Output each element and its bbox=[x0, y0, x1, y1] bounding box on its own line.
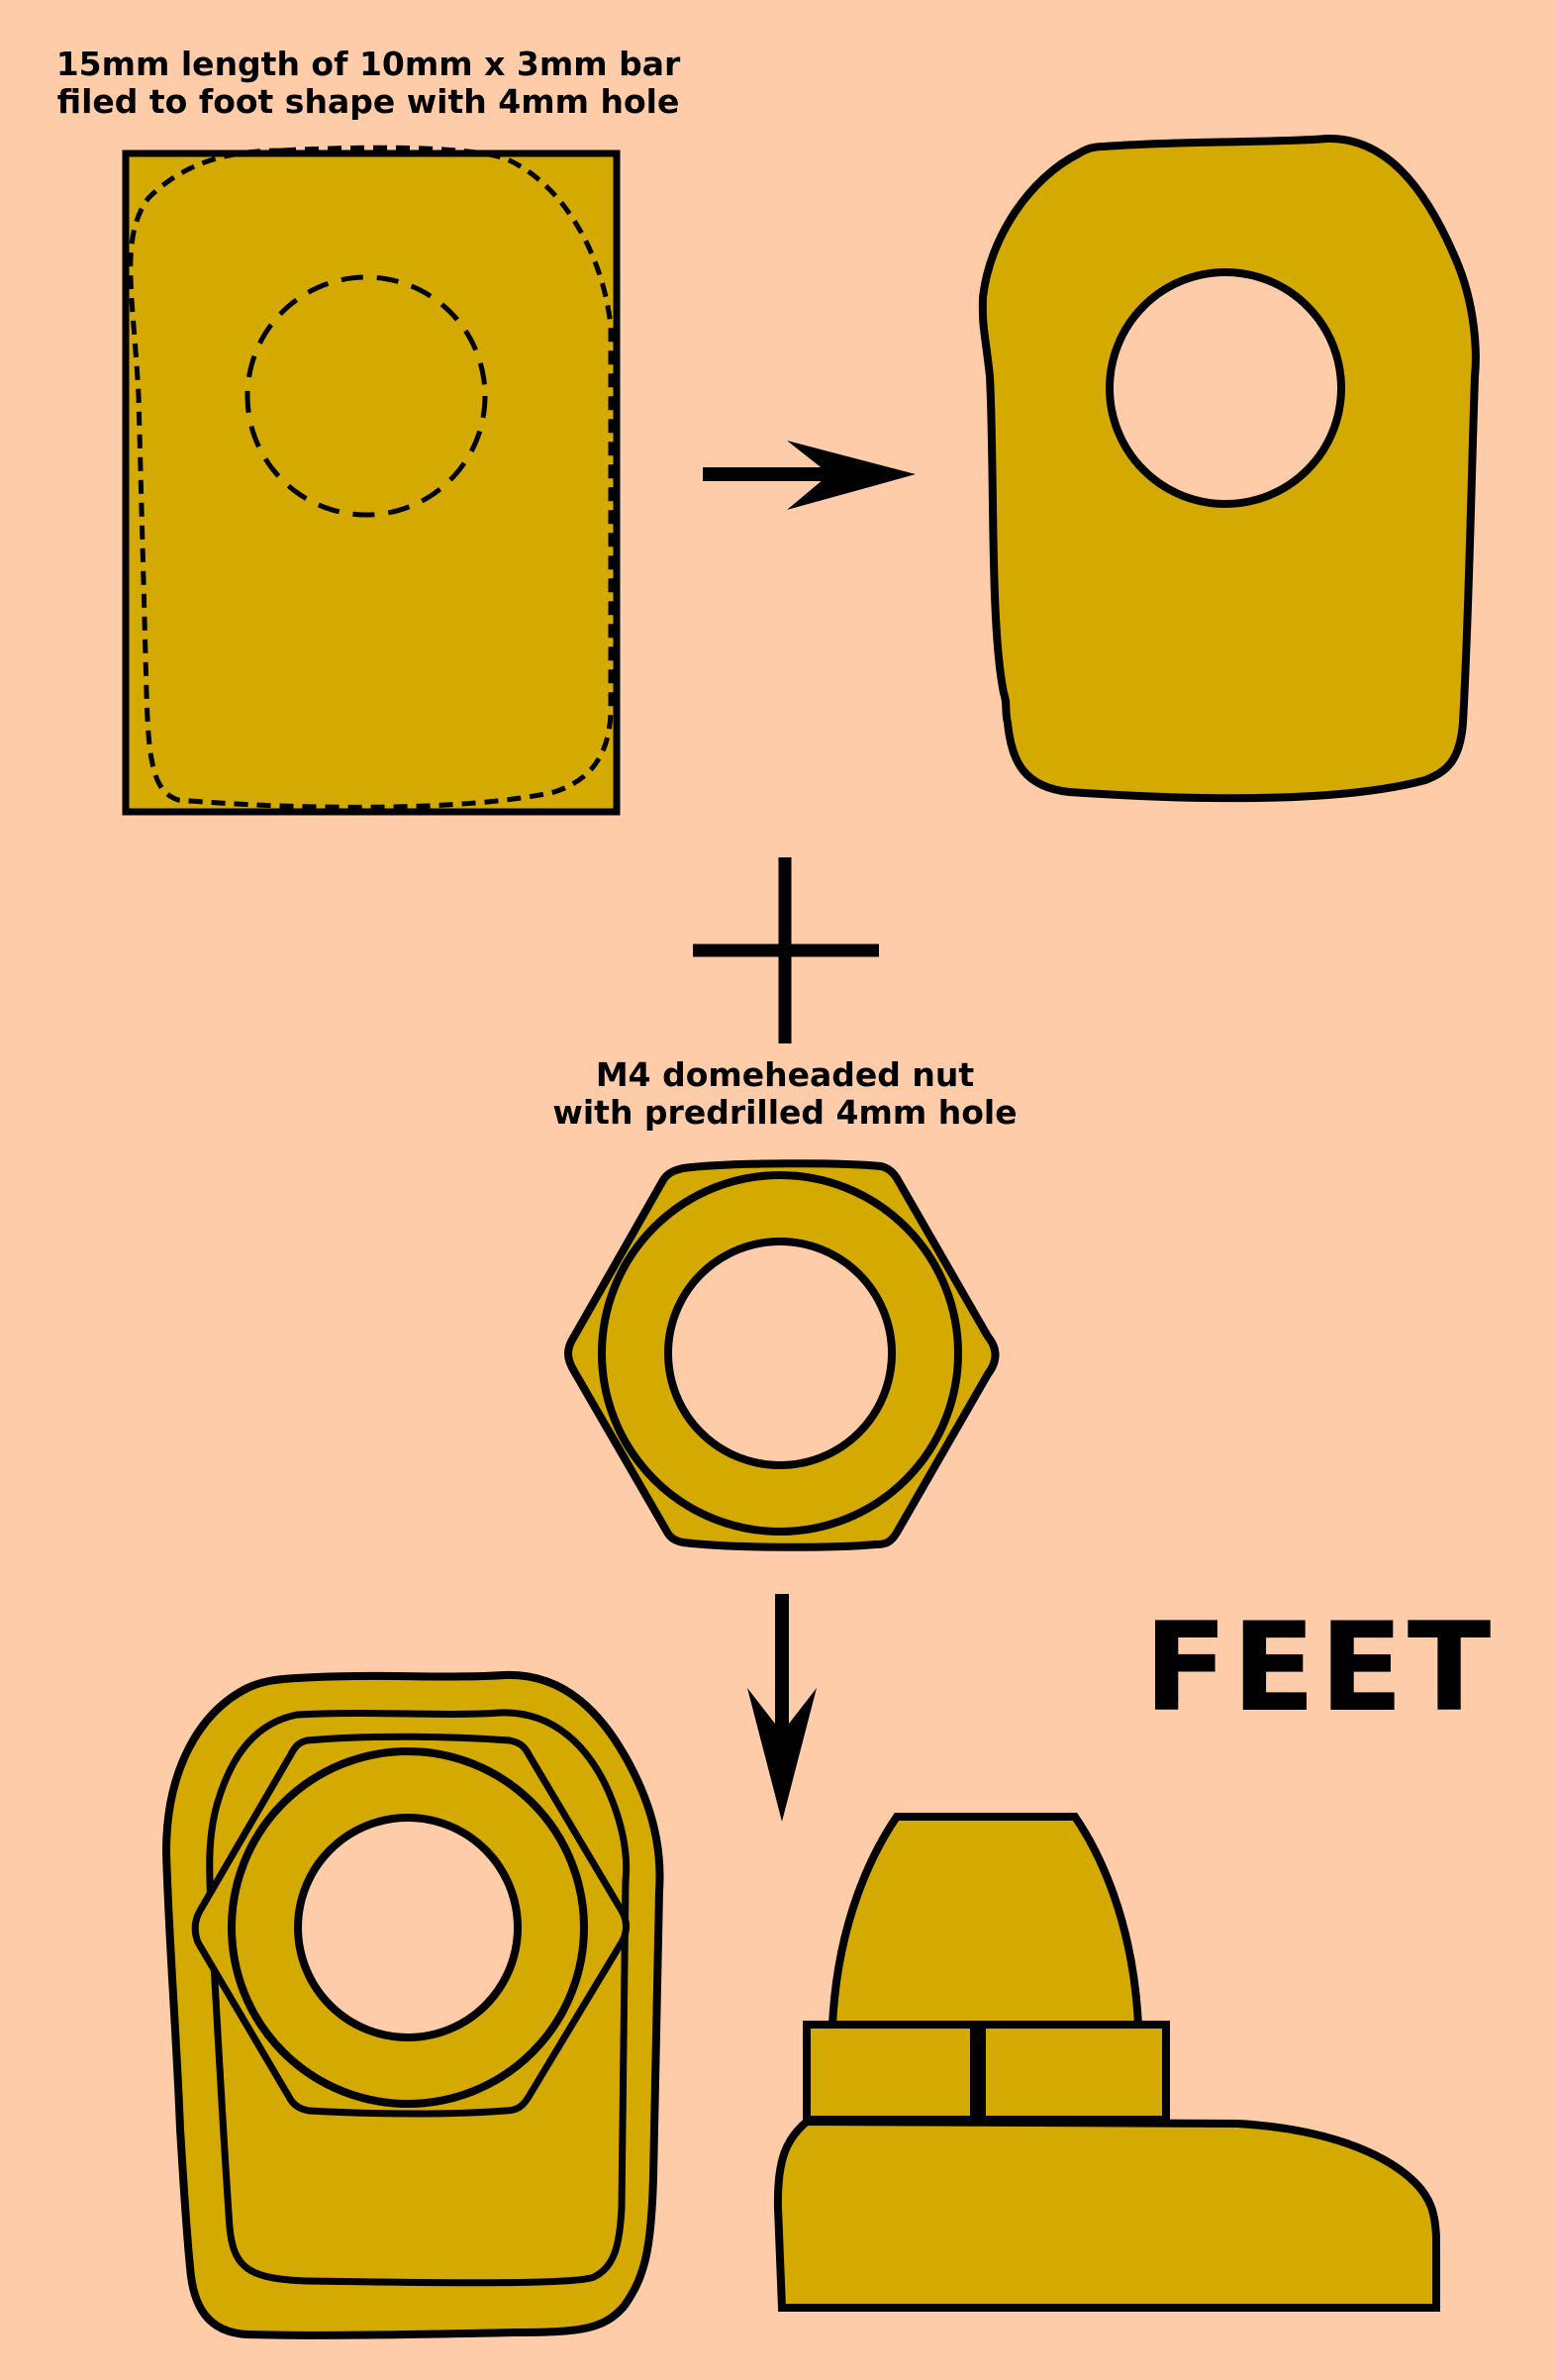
bar-stock bbox=[122, 145, 621, 816]
nut-hole bbox=[664, 1238, 896, 1469]
nut-caption-line1: M4 domeheaded nut bbox=[596, 1055, 975, 1094]
nut-caption-line2: with predrilled 4mm hole bbox=[552, 1093, 1017, 1132]
assembled-hole bbox=[294, 1814, 522, 2041]
bar-caption-line2: filed to foot shape with 4mm hole bbox=[57, 82, 680, 121]
bar-caption-line1: 15mm length of 10mm x 3mm bar bbox=[56, 45, 681, 83]
foot-outline-dashed bbox=[128, 145, 614, 810]
foot-hole bbox=[1106, 268, 1345, 508]
arrow-down-icon bbox=[747, 1594, 817, 1822]
dome-nut bbox=[564, 1159, 1000, 1551]
assembled-foot-top-view bbox=[161, 1670, 664, 2339]
arrow-right-icon bbox=[703, 441, 916, 510]
filed-foot bbox=[978, 134, 1480, 803]
title: FEET bbox=[1144, 1597, 1496, 1739]
hole-outline-dashed bbox=[244, 274, 488, 518]
plus-icon bbox=[693, 857, 879, 1043]
assembled-foot-side-view bbox=[773, 1813, 1440, 2312]
